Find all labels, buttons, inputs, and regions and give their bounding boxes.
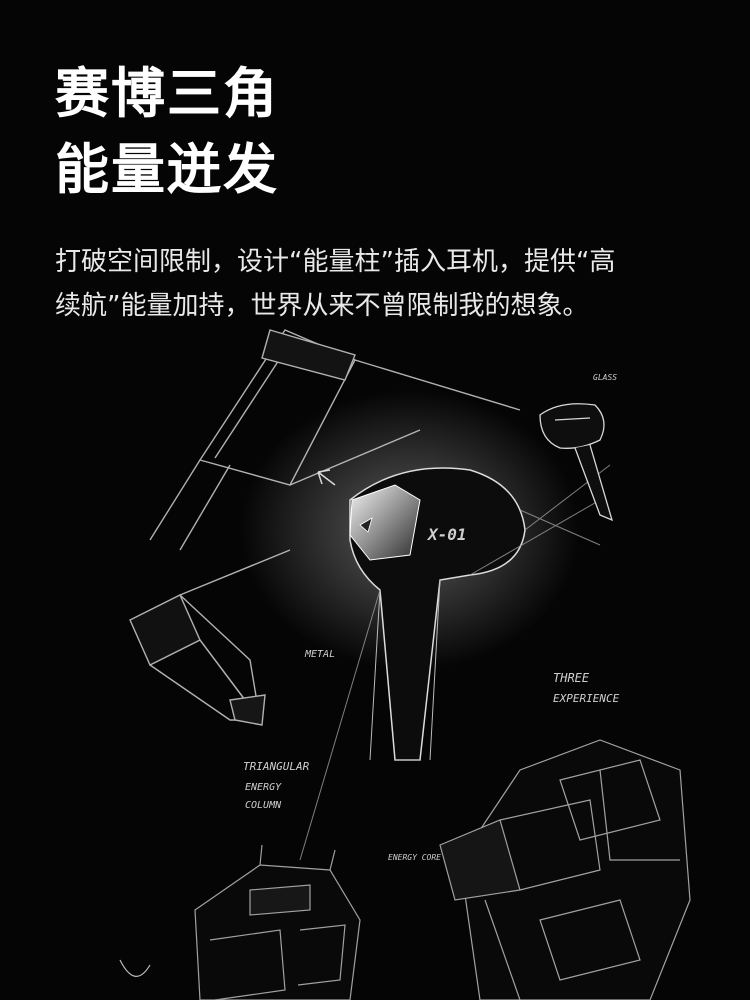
- earphone-sketch-illustration: X-01 GLASS METAL THREE EXPERIENC: [119, 329, 691, 1000]
- guide-lines: [299, 464, 611, 861]
- description-line-2: 续航”能量加持，世界从来不曾限制我的想象。: [55, 291, 589, 321]
- headline-line-2: 能量迸发: [55, 138, 279, 201]
- main-earphone-sketch: X-01: [349, 467, 526, 761]
- glass-annotation: GLASS: [593, 373, 617, 382]
- scribble-mark: [119, 959, 151, 977]
- description-line-1: 打破空间限制，设计“能量柱”插入耳机，提供“高: [55, 247, 616, 277]
- model-label: X-01: [426, 525, 467, 544]
- column-annotation: COLUMN: [245, 800, 282, 811]
- triangular-annotation: TRIANGULAR: [243, 760, 310, 773]
- experience-annotation: EXPERIENCE: [553, 692, 620, 705]
- energy-core-mech-sketch: [439, 739, 691, 1000]
- energy-column-sketch-top: [149, 329, 521, 551]
- metal-annotation: METAL: [304, 649, 335, 660]
- energy-column-sketch-bottom: [129, 549, 291, 726]
- three-annotation: THREE: [553, 671, 590, 685]
- mech-detail-sketch: [194, 844, 361, 1000]
- side-earphone-sketch: GLASS: [539, 373, 617, 522]
- energy-annotation: ENERGY: [245, 782, 282, 793]
- headline-line-1: 赛博三角: [55, 62, 279, 125]
- arrow-icon: [317, 469, 336, 486]
- energy-core-annotation: ENERGY CORE: [388, 853, 441, 862]
